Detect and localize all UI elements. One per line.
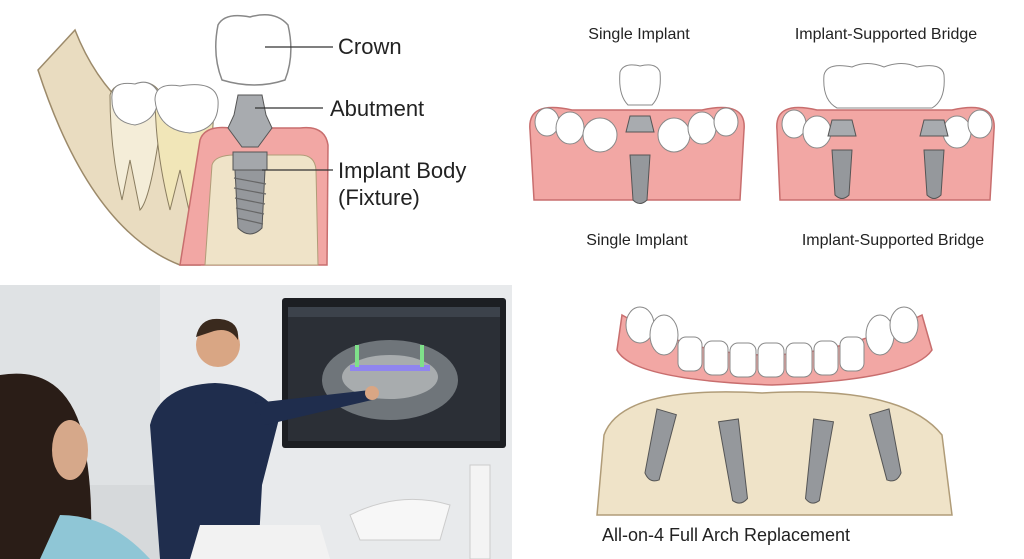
caption-single-implant-top: Single Implant bbox=[588, 26, 690, 43]
label-implant-body: Implant Body bbox=[338, 158, 467, 183]
monitor bbox=[282, 298, 506, 448]
dentist bbox=[150, 318, 379, 559]
implant-posts bbox=[644, 408, 902, 504]
caption-bridge-bottom: Implant-Supported Bridge bbox=[801, 232, 985, 249]
implant-fixture bbox=[232, 151, 268, 235]
label-abutment: Abutment bbox=[330, 96, 425, 121]
caption-all-on-4: All-on-4 Full Arch Replacement bbox=[601, 525, 851, 545]
all-on-4-diagram: All-on-4 Full Arch Replacement bbox=[512, 285, 1024, 559]
label-crown: Crown bbox=[338, 34, 402, 59]
dental-equipment bbox=[349, 464, 491, 559]
implant-types-diagram: Single Implant Implant-Supported Bridge … bbox=[512, 0, 1024, 280]
leader-lines bbox=[255, 46, 333, 171]
caption-bridge-top: Implant-Supported Bridge bbox=[794, 26, 978, 43]
patient bbox=[0, 373, 150, 559]
implant-anatomy-diagram: Crown Abutment Implant Body (Fixture) bbox=[0, 0, 512, 280]
denture-teeth bbox=[625, 306, 919, 378]
bridge-illustration bbox=[776, 63, 995, 201]
single-implant-illustration bbox=[529, 64, 745, 204]
caption-single-implant-bottom: Single Implant bbox=[586, 232, 688, 249]
dentist-consultation-photo bbox=[0, 285, 512, 559]
jaw-bone bbox=[596, 391, 953, 516]
crown bbox=[215, 14, 292, 86]
label-fixture: (Fixture) bbox=[338, 185, 420, 210]
